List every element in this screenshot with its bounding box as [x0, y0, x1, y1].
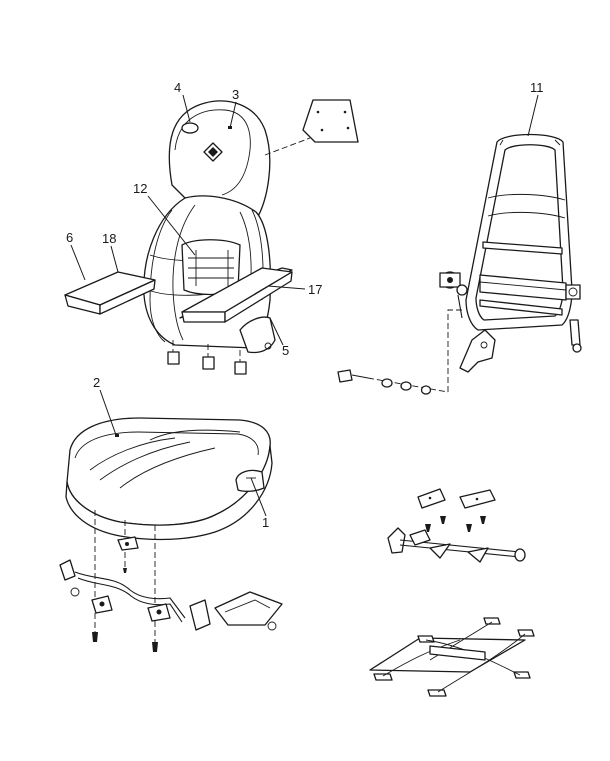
callout-17: 17 — [308, 282, 322, 297]
callout-5: 5 — [282, 343, 289, 358]
callout-1: 1 — [262, 515, 269, 530]
callout-labels: 4 3 12 6 18 17 5 11 2 1 — [66, 80, 544, 530]
seat-back — [64, 99, 359, 375]
callout-12: 12 — [133, 181, 147, 196]
fastener-set — [337, 309, 462, 395]
callout-2: 2 — [93, 375, 100, 390]
hinge-assembly — [387, 488, 526, 563]
seat-back-frame — [439, 133, 582, 373]
seat-base-frame — [369, 617, 535, 697]
callout-4: 4 — [174, 80, 181, 95]
callout-6: 6 — [66, 230, 73, 245]
callout-11: 11 — [530, 80, 544, 95]
callout-3: 3 — [232, 87, 239, 102]
callout-leaders — [70, 94, 539, 517]
callout-18: 18 — [102, 231, 116, 246]
seat-riser — [59, 510, 283, 652]
seat-cushion — [65, 417, 273, 541]
